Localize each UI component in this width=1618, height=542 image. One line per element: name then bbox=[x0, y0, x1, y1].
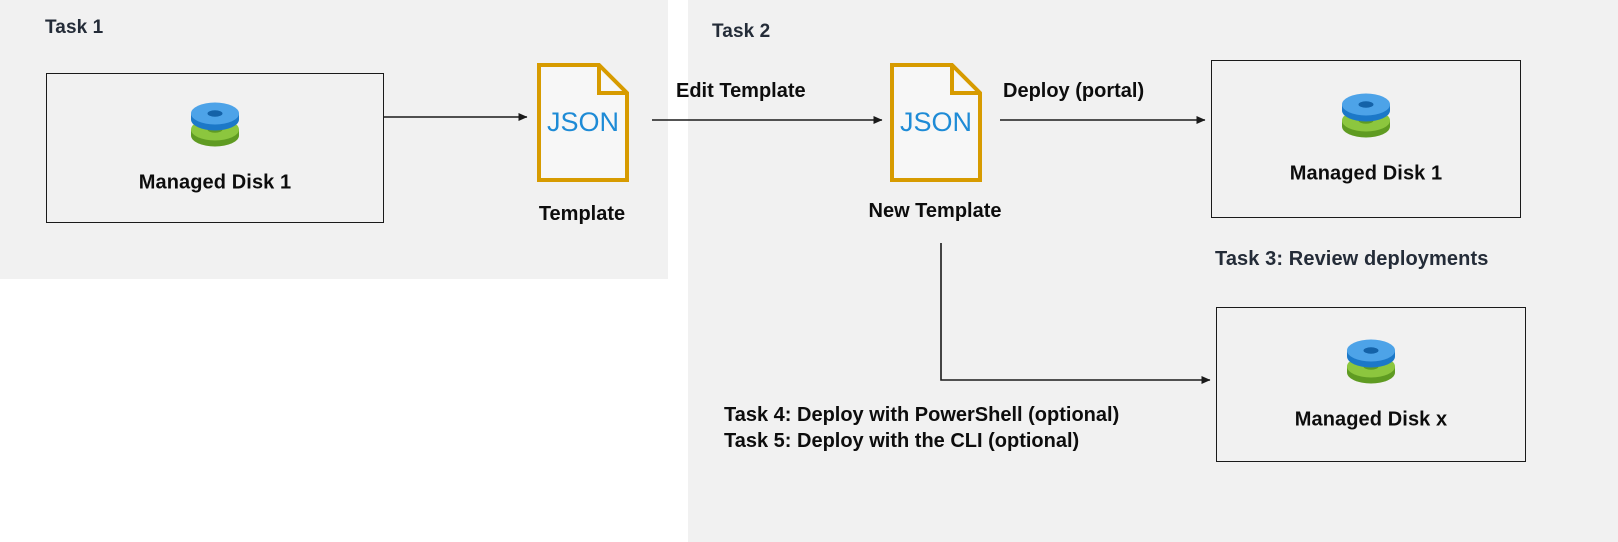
note-task-5: Task 5: Deploy with the CLI (optional) bbox=[724, 430, 1080, 452]
edge-label-deploy-portal: Deploy (portal) bbox=[1003, 80, 1145, 102]
optional-task-notes: Task 4: Deploy with PowerShell (optional… bbox=[724, 402, 1119, 454]
resource-caption: Managed Disk x bbox=[1294, 408, 1448, 430]
resource-box-content: Managed Disk 1 bbox=[47, 102, 383, 195]
resource-caption: Managed Disk 1 bbox=[138, 171, 292, 194]
section-label-task-1: Task 1 bbox=[45, 17, 104, 38]
managed-disk-icon bbox=[1343, 338, 1399, 401]
json-document-icon-template: JSON bbox=[537, 63, 629, 187]
section-label-task-2: Task 2 bbox=[712, 21, 771, 42]
resource-caption: Managed Disk 1 bbox=[1289, 162, 1443, 185]
edge-label-edit-template: Edit Template bbox=[676, 80, 806, 102]
resource-box-managed-disk-1-source: Managed Disk 1 bbox=[46, 73, 384, 223]
json-label: JSON bbox=[547, 107, 619, 137]
resource-box-content: Managed Disk 1 bbox=[1212, 93, 1520, 186]
document-caption-template: Template bbox=[538, 203, 626, 225]
note-task-4: Task 4: Deploy with PowerShell (optional… bbox=[724, 404, 1120, 426]
json-document-icon-new-template: JSON bbox=[890, 63, 982, 187]
resource-box-managed-disk-x: Managed Disk x bbox=[1216, 307, 1526, 462]
section-label-task-3: Task 3: Review deployments bbox=[1215, 248, 1489, 270]
document-caption-new-template: New Template bbox=[868, 200, 1002, 222]
resource-box-managed-disk-1-deployed: Managed Disk 1 bbox=[1211, 60, 1521, 218]
managed-disk-icon bbox=[187, 102, 243, 165]
resource-box-content: Managed Disk x bbox=[1217, 338, 1525, 431]
json-label: JSON bbox=[900, 107, 972, 137]
managed-disk-icon bbox=[1338, 93, 1394, 156]
